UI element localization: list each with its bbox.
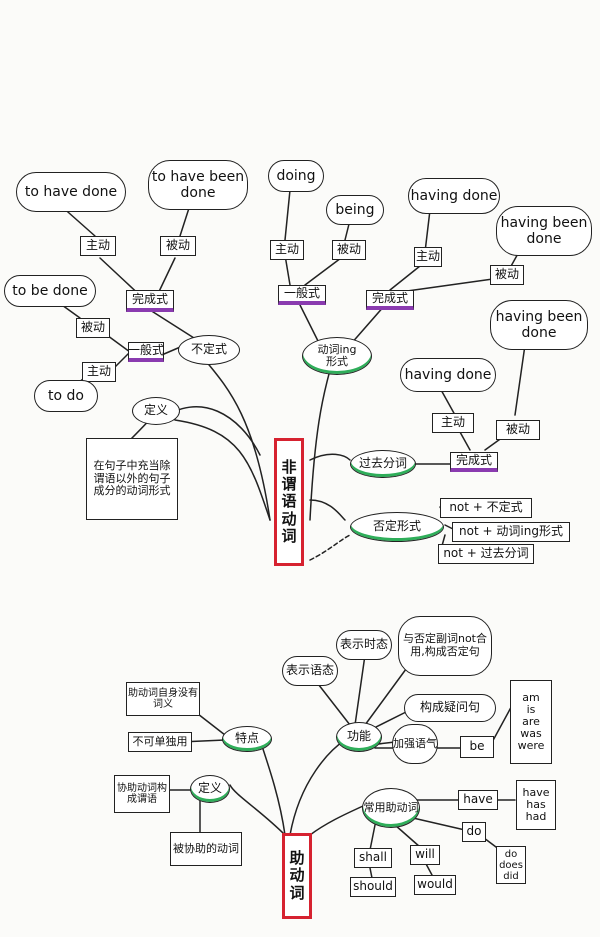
past-participle-node: 过去分词: [350, 450, 416, 478]
ing-general-passive-value: being: [326, 195, 384, 225]
past-participle-perfect-node: 完成式: [450, 452, 498, 472]
have-form-has: has: [526, 797, 546, 811]
ing-general-node: 一般式: [278, 285, 326, 305]
past-participle-perfect-passive-label: 被动: [496, 420, 540, 440]
negative-form-node: 否定形式: [350, 512, 444, 542]
infinitive-perfect-node: 完成式: [126, 290, 174, 312]
ing-general-active-label: 主动: [270, 240, 304, 260]
aux-definition-node: 定义: [190, 775, 230, 803]
ing-general-passive-label: 被动: [332, 240, 366, 260]
do-form-do: do: [504, 848, 518, 860]
infinitive-general-node: 一般式: [128, 342, 164, 362]
be-form-was: was: [520, 727, 542, 741]
aux-do-node: do: [462, 822, 486, 842]
aux-definition-item-2: 被协助的动词: [170, 832, 242, 866]
aux-would-node: would: [414, 875, 456, 895]
ing-perfect-node: 完成式: [366, 290, 414, 310]
aux-have-node: have: [458, 790, 498, 810]
aux-features-node: 特点: [222, 726, 272, 752]
auxiliary-verb-root: 助动词: [282, 833, 312, 919]
aux-shall-node: shall: [354, 848, 392, 868]
infinitive-node: 不定式: [178, 335, 240, 365]
be-form-is: is: [526, 702, 536, 716]
aux-function-tense: 表示时态: [336, 630, 392, 660]
aux-will-node: will: [410, 845, 440, 865]
be-form-were: were: [517, 739, 545, 753]
aux-be-forms: am is are was were: [510, 680, 552, 764]
infinitive-perfect-active-label: 主动: [80, 236, 116, 256]
aux-function-question: 构成疑问句: [404, 694, 496, 722]
aux-should-node: should: [350, 877, 396, 897]
past-participle-perfect-passive-value: having been done: [490, 300, 588, 350]
past-participle-perfect-active-label: 主动: [432, 413, 474, 433]
have-form-have: have: [522, 785, 550, 799]
aux-function-emphasis: 加强语气: [392, 724, 438, 764]
negative-item-3: not + 过去分词: [438, 544, 534, 564]
have-form-had: had: [525, 810, 547, 824]
be-form-are: are: [522, 714, 540, 728]
aux-be-node: be: [460, 736, 494, 758]
infinitive-perfect-active-value: to have done: [16, 172, 126, 212]
do-form-did: did: [503, 870, 519, 882]
infinitive-perfect-passive-value: to have been done: [148, 160, 248, 210]
infinitive-general-passive-label: 被动: [76, 318, 110, 338]
do-form-does: does: [499, 859, 523, 871]
aux-common-node: 常用助动词: [362, 788, 420, 828]
past-participle-perfect-active-value: having done: [400, 358, 496, 392]
ing-perfect-active-label: 主动: [414, 247, 442, 267]
aux-function-negation: 与否定副词not合用,构成否定句: [398, 616, 492, 676]
be-form-am: am: [522, 690, 540, 704]
aux-features-item-2: 不可单独用: [128, 732, 192, 752]
definition-node: 定义: [132, 397, 180, 425]
ing-perfect-passive-value: having been done: [496, 206, 592, 256]
negative-item-1: not + 不定式: [440, 498, 532, 518]
negative-item-2: not + 动词ing形式: [452, 522, 570, 542]
non-finite-verb-root: 非谓语动词: [274, 438, 304, 566]
aux-definition-item-1: 协助动词构成谓语: [114, 775, 170, 813]
aux-do-forms: do does did: [496, 846, 526, 884]
ing-perfect-passive-label: 被动: [490, 265, 524, 285]
ing-general-active-value: doing: [268, 160, 324, 192]
definition-text: 在句子中充当除谓语以外的句子成分的动词形式: [86, 438, 178, 520]
infinitive-general-active-label: 主动: [82, 362, 116, 382]
aux-have-forms: have has had: [516, 780, 556, 830]
infinitive-perfect-passive-label: 被动: [160, 236, 196, 256]
aux-function-voice: 表示语态: [282, 656, 338, 686]
infinitive-general-active-value: to do: [34, 380, 98, 412]
aux-features-item-1: 助动词自身没有词义: [126, 682, 200, 716]
ing-perfect-active-value: having done: [408, 178, 500, 214]
aux-functions-node: 功能: [336, 722, 382, 752]
infinitive-general-passive-value: to be done: [4, 275, 96, 307]
